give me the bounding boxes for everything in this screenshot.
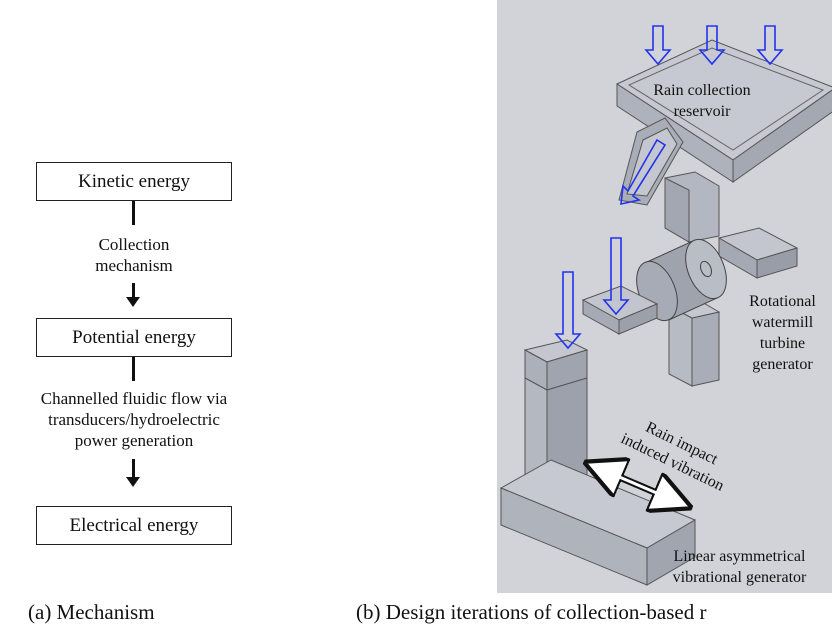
flow-arrow-icon — [126, 297, 140, 307]
flow-connector — [132, 357, 135, 381]
channelled-flow-step-label: Channelled fluidic flow via transducers/… — [40, 389, 228, 450]
caption-a: (a) Mechanism — [28, 600, 155, 624]
flow-arrow-icon — [126, 477, 140, 487]
electrical-energy-box: Electrical energy — [36, 506, 232, 545]
caption-b: (b) Design iterations of collection-base… — [356, 600, 707, 624]
design-rendering: Rain collection reservoir Rotational wat… — [497, 0, 832, 593]
potential-energy-box: Potential energy — [36, 318, 232, 357]
device-illustration — [499, 25, 832, 586]
kinetic-energy-box: Kinetic energy — [36, 162, 232, 201]
collection-step-label: Collection mechanism — [95, 235, 173, 275]
rain-flow-arrows — [554, 25, 784, 350]
turbine-generator-label: Rotational watermill turbine generator — [749, 293, 816, 373]
watermill-cylinder — [636, 238, 727, 322]
flow-connector — [132, 283, 135, 297]
linear-generator-label: Linear asymmetrical vibrational generato… — [672, 548, 807, 586]
flow-connector — [132, 459, 135, 477]
flow-connector — [132, 201, 135, 225]
turbine-feed-tray — [581, 285, 659, 335]
reservoir-label: Rain collection reservoir — [653, 82, 751, 120]
